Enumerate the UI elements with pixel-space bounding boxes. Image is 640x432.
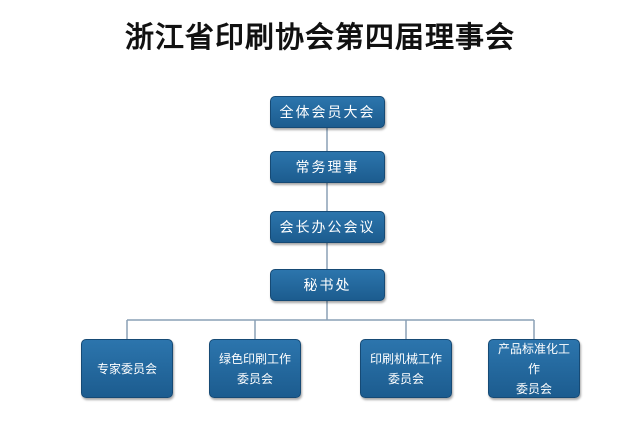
node-expert-committee: 专家委员会: [81, 339, 173, 398]
node-label-line-2: 委员会: [515, 381, 552, 396]
node-label: 会长办公会议: [279, 220, 376, 236]
node-printing-machinery-committee: 印刷机械工作 委员会: [360, 339, 452, 398]
node-product-standardization-committee: 产品标准化工作 委员会: [488, 339, 580, 398]
node-label: 专家委员会: [96, 361, 157, 376]
node-label: 秘书处: [303, 278, 352, 294]
node-label: 全体会员大会: [279, 105, 376, 121]
node-label-line-2: 委员会: [236, 371, 273, 386]
node-secretariat: 秘书处: [270, 269, 385, 301]
node-label-line-2: 委员会: [387, 371, 424, 386]
node-president-office-meeting: 会长办公会议: [270, 211, 385, 243]
node-green-printing-committee: 绿色印刷工作 委员会: [209, 339, 301, 398]
node-label-line-1: 印刷机械工作: [369, 351, 442, 366]
node-general-assembly: 全体会员大会: [270, 96, 385, 128]
node-standing-council: 常务理事: [270, 151, 385, 183]
node-label: 常务理事: [295, 160, 360, 176]
node-label-line-1: 绿色印刷工作: [218, 351, 291, 366]
node-label-line-1: 产品标准化工作: [497, 341, 570, 376]
chart-title: 浙江省印刷协会第四届理事会: [124, 20, 515, 54]
